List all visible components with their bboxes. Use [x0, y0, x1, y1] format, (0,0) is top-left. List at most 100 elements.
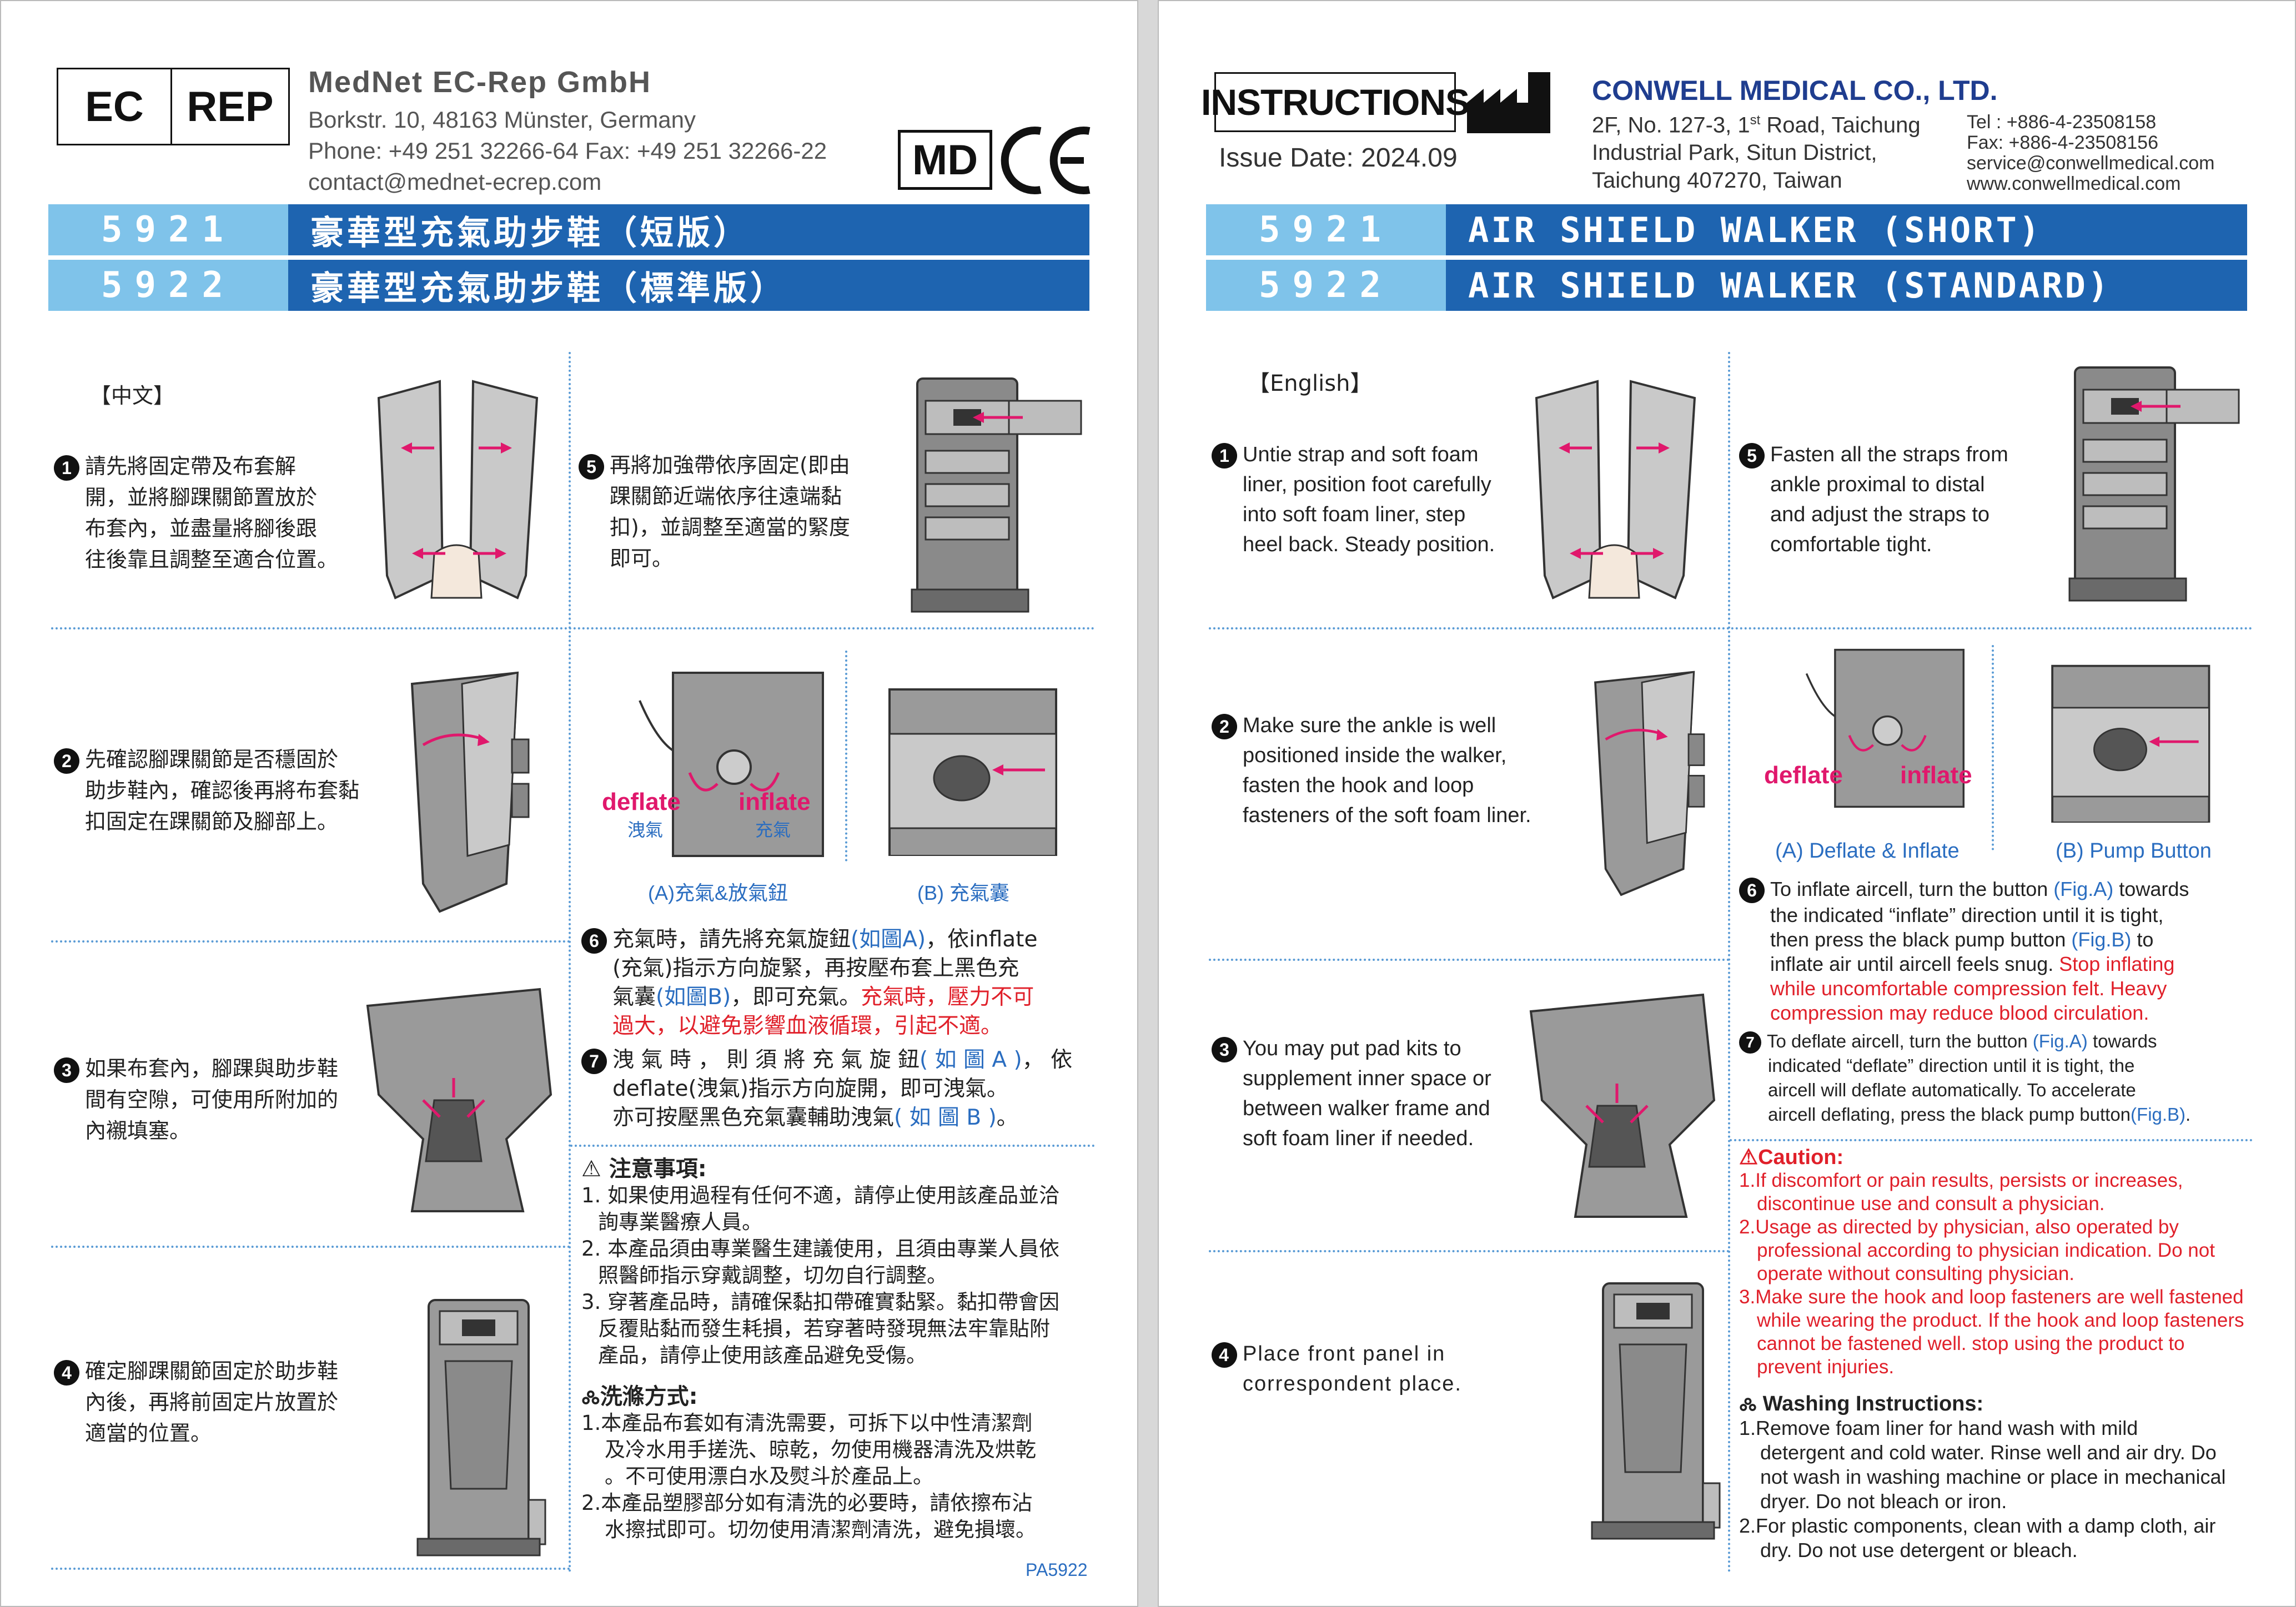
chinese-page: EC REP MedNet EC-Rep GmbH Borkstr. 10, 4… [0, 0, 1138, 1607]
warning-section: ⚠ 注意事項: 1. 如果使用過程有任何不適，請停止使用該產品並洽 詢專業醫療人… [581, 1156, 1059, 1369]
front-panel-illustration [1581, 1272, 1725, 1544]
step-text-line: 助步鞋內，確認後再將布套黏 [85, 778, 360, 803]
company-name: CONWELL MEDICAL CO., LTD. [1592, 75, 1998, 106]
fig-a-ref: (Fig.A) [2053, 878, 2114, 900]
step-text: inflate air until aircell feels snug. [1770, 953, 2059, 976]
step-text-line: 內襯填塞。 [85, 1119, 191, 1143]
caution-line: discontinue use and consult a physician. [1757, 1193, 2105, 1215]
step-text-line: supplement inner space or [1243, 1067, 1491, 1090]
row-divider [1209, 627, 2253, 629]
warning-icon: ⚠ [1739, 1146, 1759, 1169]
wash-line: 。不可使用漂白水及熨斗於產品上。 [605, 1464, 933, 1488]
step-text-line: fasten the hook and loop [1243, 774, 1474, 797]
email: service@conwellmedical.com [1967, 153, 2215, 174]
ec-rep-company: MedNet EC-Rep GmbH [308, 66, 652, 99]
figure-divider [845, 651, 847, 862]
company-address: 2F, No. 127-3, 1st Road, Taichung Indust… [1592, 107, 1921, 194]
caution-line: cannot be fastened well. stop using the … [1757, 1333, 2185, 1354]
step-text-line: the indicated “inflate” direction until … [1770, 904, 2164, 927]
wash-title: 洗滌方式: [600, 1384, 698, 1409]
model-name: 豪華型充氣助步鞋（短版） [288, 204, 1089, 255]
issue-date: Issue Date: 2024.09 [1219, 143, 1458, 173]
step-number: 5 [1739, 442, 1765, 469]
warning-line: 產品，請停止使用該產品避免受傷。 [598, 1343, 927, 1367]
step-text-line: correspondent place. [1243, 1372, 1462, 1396]
model-code: 5921 [1206, 204, 1446, 255]
wash-line: dryer. Do not bleach or iron. [1760, 1490, 2007, 1513]
warning-line: 2. 本產品須由專業醫生建議使用，且須由專業人員依 [581, 1237, 1060, 1261]
title-band-5921: 5921 AIR SHIELD WALKER (SHORT) [1206, 204, 2247, 255]
wash-icon: 🝆 [1739, 1392, 1757, 1415]
figure-a-caption: (A)充氣&放氣鈕 [648, 881, 788, 904]
md-symbol: MD [898, 130, 992, 190]
language-label: 【English】 [1248, 371, 1373, 396]
model-name: 豪華型充氣助步鞋（標準版） [288, 260, 1089, 311]
caution-title: Caution: [1758, 1146, 1844, 1169]
row-divider [1730, 1139, 2253, 1141]
row-divider [570, 1145, 1095, 1147]
company-contact: Tel : +886-4-23508158 Fax: +886-4-235081… [1967, 112, 2214, 194]
step-text: towards [2087, 1031, 2157, 1051]
instructions-label: INSTRUCTIONS [1201, 72, 1470, 132]
step-number: 3 [54, 1057, 79, 1083]
step-text-line: 如果布套內，腳踝與助步鞋 [85, 1056, 339, 1081]
inflation-warning: Stop inflating [2059, 953, 2175, 976]
step-number: 7 [1739, 1031, 1761, 1054]
liner-fastening-illustration [1564, 645, 1720, 911]
step-number: 2 [1212, 713, 1237, 739]
wash-line: 1.Remove foam liner for hand wash with m… [1739, 1417, 2138, 1439]
part-code: PA5922 [1026, 1560, 1088, 1580]
step-text: ，即可充氣。 [731, 985, 861, 1010]
rep-label: REP [187, 83, 274, 130]
inflation-warning: compression may reduce blood circulation… [1770, 1001, 2149, 1025]
washing-section: 🝆洗滌方式: 1.本產品布套如有清洗需要，可拆下以中性清潔劑 及冷水用手搓洗、晾… [581, 1383, 1036, 1543]
figure-b-pump [878, 667, 1073, 857]
step-text-line: indicated “deflate” direction until it i… [1768, 1055, 2135, 1076]
caution-line: while wearing the product. If the hook a… [1757, 1309, 2244, 1331]
fig-b-ref: (Fig.B) [2071, 928, 2132, 951]
figure-a-button [1775, 645, 1981, 812]
step-text-line: ankle proximal to distal [1770, 473, 1985, 496]
tel: Tel : +886-4-23508158 [1967, 112, 2157, 133]
figure-b-caption: (B) Pump Button [2056, 839, 2212, 863]
step-text-line: into soft foam liner, step [1243, 503, 1466, 526]
washing-section: 🝆 Washing Instructions: 1.Remove foam li… [1739, 1392, 2250, 1563]
title-band-5922: 5922 豪華型充氣助步鞋（標準版） [48, 260, 1089, 311]
inflation-warning: 充氣時，壓力不可 [861, 985, 1034, 1010]
step-text-line: heel back. Steady position. [1243, 533, 1495, 556]
website: www.conwellmedical.com [1967, 173, 2181, 194]
step-text-line: soft foam liner if needed. [1243, 1127, 1474, 1150]
caution-section: ⚠Caution: 1.If discomfort or pain result… [1739, 1146, 2250, 1379]
step-text-line: 確定腳踝關節固定於助步鞋 [85, 1359, 339, 1383]
wash-line: 水擦拭即可。切勿使用清潔劑清洗，避免損壞。 [605, 1518, 1036, 1541]
figure-b-caption: (B) 充氣囊 [917, 881, 1009, 904]
model-code: 5922 [48, 260, 288, 311]
step-text-line: 先確認腳踝關節是否穩固於 [85, 747, 339, 772]
figure-divider [1992, 645, 1994, 850]
wash-line: 及冷水用手搓洗、晾乾，勿使用機器清洗及烘乾 [605, 1438, 1036, 1462]
fax: Fax: +886-4-23508156 [1967, 132, 2158, 153]
fig-a-ref: (如圖A) [851, 927, 926, 952]
ec-label: EC [58, 69, 172, 144]
inflation-warning: 過大，以避免影響血液循環，引起不適。 [612, 1014, 1003, 1039]
model-name: AIR SHIELD WALKER (SHORT) [1446, 204, 2247, 255]
caution-line: prevent injuries. [1757, 1356, 1895, 1378]
ec-rep-phone: Phone: +49 251 32266-64 Fax: +49 251 322… [308, 138, 827, 164]
wash-icon: 🝆 [581, 1384, 600, 1409]
fig-b-ref: (Fig.B) [2131, 1104, 2186, 1125]
wash-line: 2.本產品塑膠部分如有清洗的必要時，請依擦布沾 [581, 1491, 1033, 1515]
inflate-label: inflate [738, 788, 811, 815]
step-text-line: You may put pad kits to [1243, 1037, 1461, 1060]
step-text: 亦可按壓黑色充氣囊輔助洩氣 [612, 1105, 895, 1130]
row-divider [1209, 1250, 1730, 1252]
step-text-line: comfortable tight. [1770, 533, 1932, 556]
fig-a-ref: (Fig.A) [2032, 1031, 2088, 1051]
